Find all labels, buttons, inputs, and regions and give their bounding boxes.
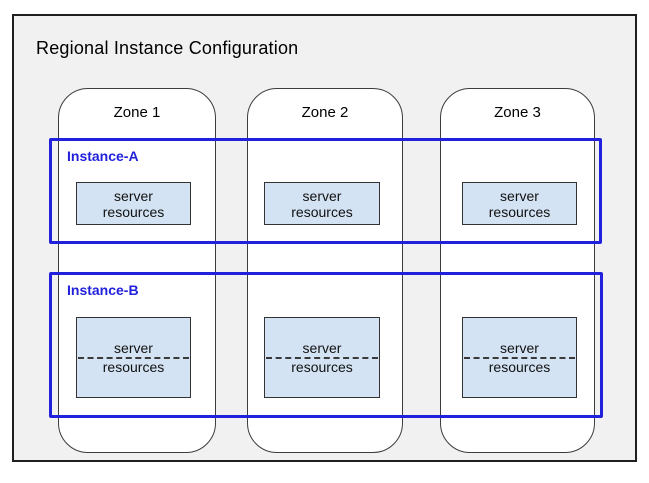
instance-b-box: Instance-B xyxy=(49,272,603,418)
server-resources-text: server xyxy=(500,339,539,356)
server-resources-text: server xyxy=(114,339,153,356)
diagram-title: Regional Instance Configuration xyxy=(36,38,299,58)
zone-3-label: Zone 3 xyxy=(494,104,541,121)
server-resources-text: server xyxy=(500,187,539,204)
server-resources-text: server xyxy=(302,187,342,204)
instance-a-box: Instance-A xyxy=(49,138,602,244)
server-resources-box-b-zone1: server resources xyxy=(76,317,191,398)
server-resources-box-b-zone3: server resources xyxy=(462,317,577,398)
partition-divider xyxy=(266,356,378,359)
instance-a-label: Instance-A xyxy=(67,148,139,164)
server-resources-box-b-zone2: server resources xyxy=(264,317,380,398)
server-resources-box-a-zone3: server resources xyxy=(462,182,577,225)
server-resources-text: server xyxy=(114,187,153,204)
server-resources-text: resources xyxy=(488,358,551,375)
server-resources-text: resources xyxy=(291,358,353,375)
zone-2-label: Zone 2 xyxy=(301,104,349,121)
partition-divider xyxy=(464,356,575,359)
server-resources-text: resources xyxy=(102,203,165,220)
zone-1-label: Zone 1 xyxy=(113,104,161,121)
server-resources-box-a-zone1: server resources xyxy=(76,182,191,225)
server-resources-box-a-zone2: server resources xyxy=(264,182,380,225)
instance-b-label: Instance-B xyxy=(67,282,139,298)
partition-divider xyxy=(78,356,189,359)
server-resources-text: server xyxy=(302,339,342,356)
region-frame: Regional Instance Configuration Zone 1 Z… xyxy=(12,14,637,462)
server-resources-text: resources xyxy=(102,358,165,375)
server-resources-text: resources xyxy=(488,203,551,220)
server-resources-text: resources xyxy=(291,203,353,220)
